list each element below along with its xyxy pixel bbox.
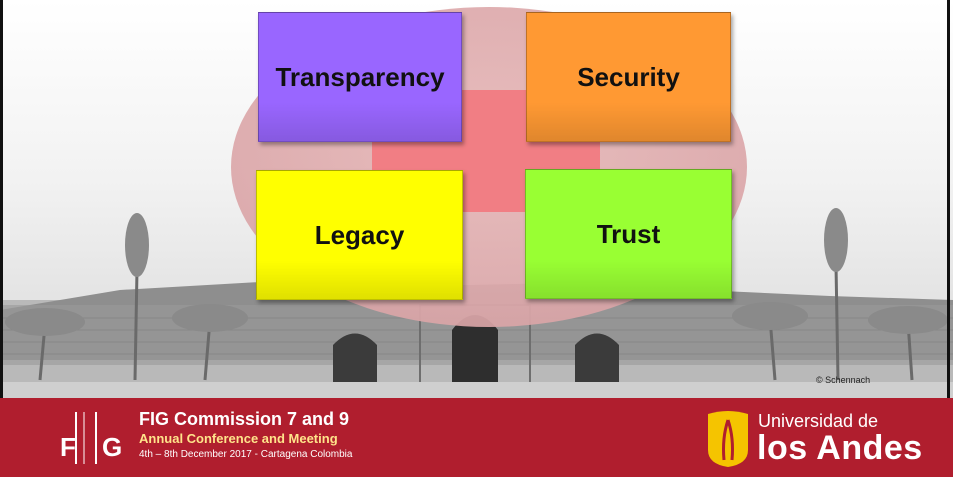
trust-label: Trust [596, 218, 661, 249]
university-name-line1: Universidad de [758, 411, 879, 431]
university-name-line2: los Andes [757, 429, 923, 467]
footer-banner [0, 398, 953, 477]
photo-credit: © Schennach [816, 375, 871, 385]
legacy-label: Legacy [314, 219, 405, 250]
conference-subtitle: Annual Conference and Meeting [139, 431, 338, 446]
legacy-box: Legacy [256, 170, 463, 300]
slide-border-left [0, 0, 3, 398]
background-illustration [0, 0, 953, 398]
trust-box: Trust [525, 169, 732, 299]
svg-text:G: G [102, 432, 122, 462]
slide-border-right [947, 0, 950, 398]
conference-title: FIG Commission 7 and 9 [139, 409, 350, 429]
svg-text:F: F [60, 432, 76, 462]
fig-logo: F G [60, 412, 122, 464]
conference-dates: 4th – 8th December 2017 - Cartagena Colo… [139, 449, 353, 460]
transparency-label: Transparency [275, 61, 445, 92]
security-box: Security [526, 12, 731, 142]
transparency-box: Transparency [258, 12, 462, 142]
security-label: Security [577, 61, 680, 92]
universidad-logo [708, 411, 748, 467]
